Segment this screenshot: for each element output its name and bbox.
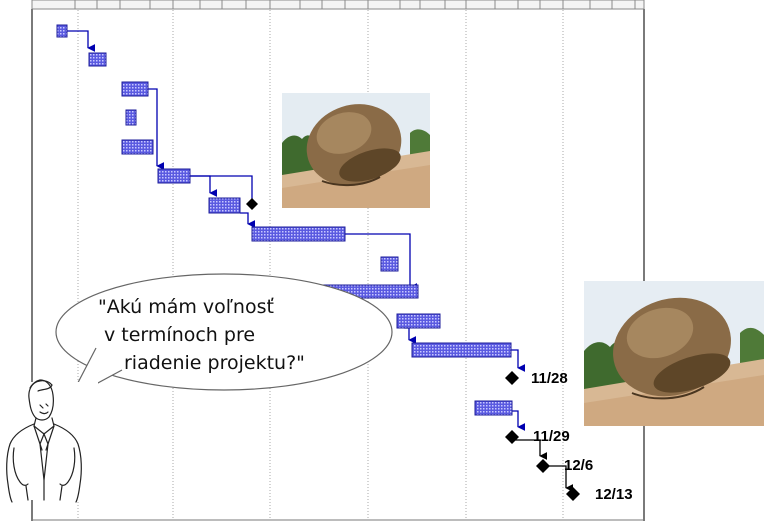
milestone-label: 12/13 [595,486,633,503]
timescale-header [31,0,645,10]
speech-bubble-line: "Akú mám voľnosť [98,296,274,318]
milestone-links [512,439,574,492]
task-bar [251,226,346,242]
milestone-diamond [246,198,258,210]
task-bar [157,168,191,184]
speech-bubble: "Akú mám voľnosť v termínoch pre riadeni… [55,273,393,400]
milestones [246,198,580,501]
businessman-sketch [0,379,98,503]
milestone-diamond [505,430,519,444]
task-bar [125,109,137,126]
task-bars [56,24,513,416]
task-bar [380,256,399,272]
task-bar [396,313,441,329]
milestone-diamond [566,487,580,501]
grid-lines [77,10,564,520]
milestone-diamond [505,371,519,385]
milestone-label: 11/28 [531,370,568,387]
task-bar [88,52,107,67]
task-bar [411,342,512,358]
boulder-photo [282,93,430,208]
milestone-label: 11/29 [533,428,570,445]
task-bar [121,139,154,155]
speech-bubble-line: riadenie projektu?" [124,352,305,374]
boulder-photo [584,281,764,426]
milestone-diamond [536,459,550,473]
milestone-label: 12/6 [564,457,593,474]
task-bar [474,400,513,416]
task-bar [56,24,68,38]
task-bar [121,81,149,97]
dependency-links [67,30,526,431]
speech-bubble-line: v termínoch pre [104,324,255,346]
task-bar [208,197,241,214]
